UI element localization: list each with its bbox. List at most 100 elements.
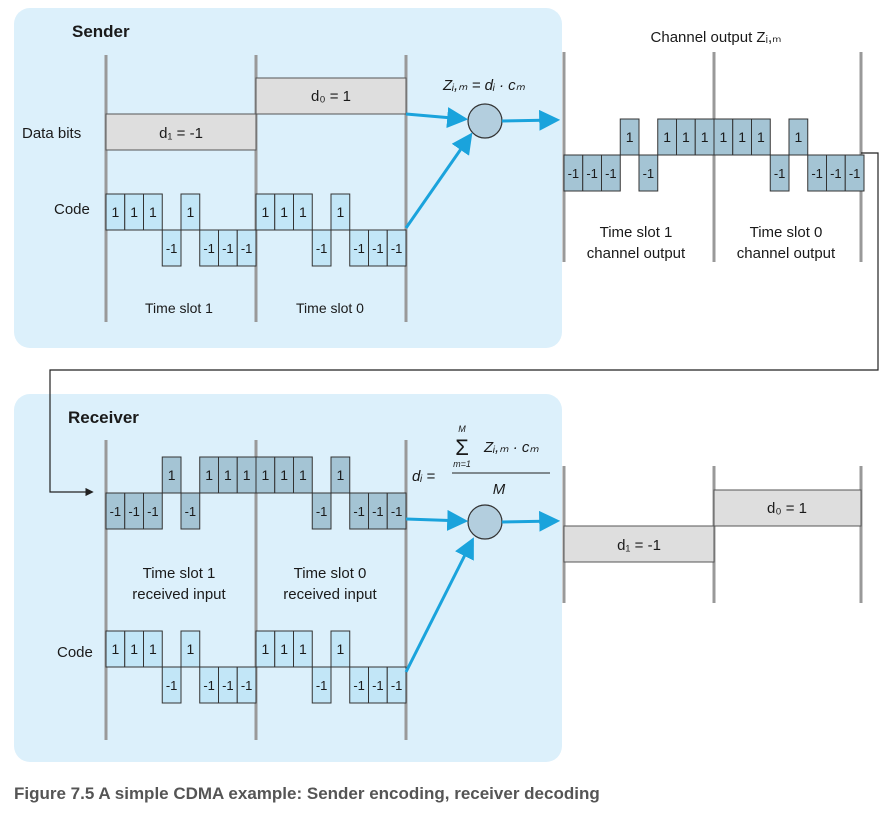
channel-chip-label-4: -1	[643, 166, 655, 181]
receiver-input-chip-label-9: 1	[280, 467, 288, 483]
receiver-eq-upper: M	[458, 424, 466, 434]
decoded-d1-label: d₁ = -1	[617, 537, 661, 554]
sender-timeslot0-label: Time slot 0	[296, 300, 364, 316]
data-bit-d1-label: d₁ = -1	[159, 125, 203, 142]
receiver-input-chip-label-14: -1	[372, 504, 384, 519]
channel-slot0-label-line2: channel output	[737, 245, 836, 262]
receiver-input-chip-12	[330, 456, 351, 494]
sender-code-slot0-chip-2	[293, 193, 313, 231]
receiver-code-slot1-chip-label-2: 1	[149, 641, 157, 657]
channel-slot1-label-line1: Time slot 1	[600, 224, 673, 241]
sender-code-slot0-chip-7	[386, 229, 407, 267]
receiver-input-chip-label-12: 1	[336, 467, 344, 483]
receiver-code-slot0-chip-3	[311, 666, 332, 704]
sender-equation: Zᵢ,ₘ = dᵢ · cₘ	[442, 77, 526, 94]
receiver-code-slot0-chip-2	[293, 630, 313, 668]
sender-code-slot0-chip-label-0: 1	[261, 204, 269, 220]
channel-title: Channel output Zᵢ,ₘ	[651, 29, 782, 46]
sender-code-slot1-chip-3	[161, 229, 182, 267]
receiver-code-slot1-chip-label-6: -1	[222, 678, 234, 693]
sender-code-slot1-chip-label-6: -1	[222, 241, 234, 256]
receiver-code-slot0-chip-label-3: -1	[316, 678, 328, 693]
data-bit-d0-label: d₀ = 1	[311, 88, 351, 105]
receiver-code-slot0-chip-4	[330, 630, 351, 668]
code-to-multiplier-arrow	[404, 132, 473, 229]
multiplier-to-output-arrow	[501, 510, 561, 532]
sender-code-slot1-chip-label-5: -1	[203, 241, 215, 256]
channel-chip-label-8: 1	[719, 129, 727, 145]
receiver-code-slot1-chip-label-3: -1	[166, 678, 178, 693]
channel-chip-label-7: 1	[701, 129, 709, 145]
receiver-code-slot1-chip-label-4: 1	[186, 641, 194, 657]
receiver-panel	[14, 394, 562, 762]
receiver-code-slot1-chip-4	[180, 630, 201, 668]
receiver-slot1-label-line2: received input	[132, 586, 226, 603]
receiver-slot1-label-line1: Time slot 1	[143, 565, 216, 582]
receiver-eq-lhs: dᵢ =	[412, 468, 435, 485]
channel-chip-12	[788, 118, 809, 156]
channel-chip-11	[769, 154, 790, 192]
channel-chip-label-0: -1	[568, 166, 580, 181]
channel-chip-label-6: 1	[682, 129, 690, 145]
sender-code-slot0-chip-label-3: -1	[316, 241, 328, 256]
figure-caption: Figure 7.5 A simple CDMA example: Sender…	[14, 784, 600, 803]
decoded-d0-box	[713, 489, 862, 527]
channel-chip-label-12: 1	[794, 129, 802, 145]
receiver-code-to-multiplier-arrow	[404, 537, 474, 673]
sender-code-slot0-chip-label-6: -1	[372, 241, 384, 256]
sender-code-slot0-chip-label-4: 1	[336, 204, 344, 220]
receiver-code-slot1-chip-2	[143, 630, 163, 668]
decoded-d1-box	[563, 525, 715, 563]
receiver-input-chip-label-15: -1	[391, 504, 403, 519]
channel-chip-3	[619, 118, 640, 156]
receiver-input-chip-2	[143, 492, 163, 530]
receiver-input-chip-3	[161, 456, 182, 494]
receiver-slot0-label-line1: Time slot 0	[294, 565, 367, 582]
sender-title: Sender	[72, 22, 130, 41]
channel-slot1-label-line2: channel output	[587, 245, 686, 262]
receiver-input-chip-label-10: 1	[299, 467, 307, 483]
channel-to-receiver-connector	[49, 152, 879, 497]
multiplier-to-channel-arrow	[501, 109, 561, 131]
receiver-input-chip-label-1: -1	[128, 504, 140, 519]
receiver-code-slot0-chip-label-2: 1	[299, 641, 307, 657]
channel-chip-label-13: -1	[811, 166, 823, 181]
sender-multiplier	[467, 103, 503, 139]
channel-chip-label-5: 1	[663, 129, 671, 145]
receiver-input-chip-label-6: 1	[224, 467, 232, 483]
sender-code-slot1-chip-4	[180, 193, 201, 231]
receiver-code-slot1-chip-label-1: 1	[130, 641, 138, 657]
sender-code-slot1-chip-label-3: -1	[166, 241, 178, 256]
sender-code-slot1-chip-label-1: 1	[130, 204, 138, 220]
channel-chip-10	[751, 118, 771, 156]
sender-code-slot0-chip-label-5: -1	[353, 241, 365, 256]
channel-chip-4	[638, 154, 659, 192]
receiver-code-slot0-chip-label-6: -1	[372, 678, 384, 693]
sender-code-slot1-chip-label-4: 1	[186, 204, 194, 220]
receiver-input-chip-15	[386, 492, 407, 530]
receiver-eq-sigma: Σ	[455, 435, 469, 460]
receiver-multiplier	[467, 504, 503, 540]
receiver-code-slot0-chip-label-7: -1	[391, 678, 403, 693]
receiver-slot0-label-line2: received input	[283, 586, 377, 603]
channel-chip-label-9: 1	[738, 129, 746, 145]
sender-code-slot1-chip-label-0: 1	[111, 204, 119, 220]
receiver-code-slot1-chip-label-0: 1	[111, 641, 119, 657]
receiver-input-chip-label-2: -1	[147, 504, 159, 519]
data-to-multiplier-arrow	[405, 107, 469, 129]
receiver-input-chip-10	[293, 456, 313, 494]
receiver-code-slot0-chip-label-5: -1	[353, 678, 365, 693]
receiver-eq-denominator: M	[493, 481, 506, 498]
receiver-input-chip-4	[180, 492, 201, 530]
channel-chip-15	[844, 154, 865, 192]
sender-code-slot1-chip-2	[143, 193, 163, 231]
sender-code-slot0-chip-4	[330, 193, 351, 231]
receiver-input-chip-11	[311, 492, 332, 530]
decoded-d0-label: d₀ = 1	[767, 500, 807, 517]
receiver-input-chip-label-7: 1	[243, 467, 251, 483]
